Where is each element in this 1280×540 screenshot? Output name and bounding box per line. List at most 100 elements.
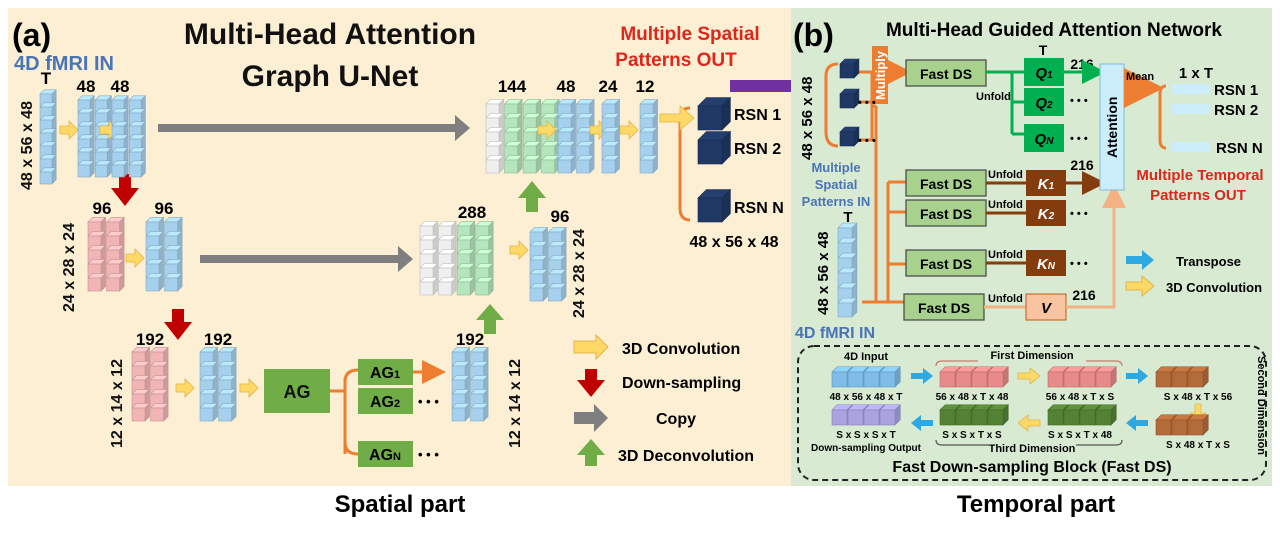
cube-stack-192a-cube <box>149 374 169 394</box>
spatial-patterns-in-2: Spatial <box>815 177 858 192</box>
cube-stack-48b-cube <box>111 160 129 178</box>
cube-stack-288-cube <box>474 276 494 296</box>
cube-stack-144-cube <box>485 140 505 160</box>
fastds-v-label: Fast DS <box>918 300 970 316</box>
cube-stack-192c-cube <box>469 388 489 408</box>
k-head-1: K1 <box>1038 176 1055 193</box>
rsn-2-cube <box>697 130 732 165</box>
channel-label-24: 24 <box>599 77 618 96</box>
cube-stack-288-cube <box>419 220 439 240</box>
cube-stack-96a-cube <box>87 272 107 292</box>
cube-stack-96c <box>529 226 567 302</box>
deconvolution-arrow-1 <box>518 181 546 212</box>
fastds-first-dimension: First Dimension <box>990 350 1073 362</box>
channel-label-48a: 48 <box>77 77 96 96</box>
conv-arrow-to-rsn <box>659 105 695 131</box>
q-head-2: Q2 <box>1035 95 1053 112</box>
k-head-n: KN <box>1037 256 1056 273</box>
cube-stack-24 <box>601 98 621 174</box>
third-dim-bracket <box>935 439 1123 446</box>
fastds-third-dimension: Third Dimension <box>989 443 1076 455</box>
cube-stack-input-cube <box>39 141 57 159</box>
dim-label-level1: 48 x 56 x 48 <box>19 101 36 190</box>
legend-copy-icon <box>574 404 608 432</box>
cube-stack-input-cube <box>39 115 57 133</box>
conv-arrow-l1-dec-a <box>537 120 557 140</box>
cube-stack-48a <box>77 95 113 178</box>
temporal-caption: Temporal part <box>957 491 1115 518</box>
fastds-block-border <box>797 345 1267 481</box>
conv-arrow-l3b <box>239 378 259 398</box>
temporal-rsn-1: RSN 1 <box>1214 82 1258 99</box>
cube-stack-288-cube <box>456 276 476 296</box>
legend-conv-icon <box>573 333 609 361</box>
channel-label-96b: 96 <box>155 199 174 218</box>
cube-stack-input <box>39 89 57 185</box>
spatial-output-label-line1: Multiple Spatial <box>620 24 759 45</box>
cube-stack-288-cube <box>474 234 494 254</box>
temporal-dim-left: 48 x 56 x 48 <box>799 77 816 160</box>
temporal-rsn-2-bar <box>1172 104 1210 114</box>
k-head-2-box <box>1026 200 1066 226</box>
cube-stack-192c <box>451 346 489 422</box>
cube-stack-192a-cube <box>149 360 169 380</box>
q-branch-line <box>986 70 1024 136</box>
fastds-d2a-tensor <box>1155 366 1209 388</box>
cube-stack-96b <box>145 216 183 292</box>
fastds-k2-label: Fast DS <box>920 206 972 222</box>
v-box <box>1025 293 1067 321</box>
fastds-input-tensor <box>831 366 901 388</box>
fastds-d1a-tensor-cube <box>987 366 1009 388</box>
k-216-label: 216 <box>1070 157 1094 173</box>
cube-stack-48b-cube <box>128 95 147 113</box>
temporal-t-label: T <box>843 209 852 226</box>
fastds-conv-arrow-3 <box>1017 414 1041 432</box>
unfold-kn: Unfold <box>988 249 1023 261</box>
cube-stack-192b-cube <box>199 402 219 422</box>
fastds-d1a: 56 x 48 x T x 48 <box>936 392 1009 403</box>
channel-label-288: 288 <box>458 203 486 222</box>
channel-label-12: 12 <box>636 77 655 96</box>
q-216-label: 216 <box>1070 56 1094 72</box>
spatial-panel-label: (a) <box>12 17 51 53</box>
cube-stack-192c-cube <box>451 360 471 380</box>
cube-stack-96c-cube <box>529 282 549 302</box>
spatial-input-label: 4D fMRI IN <box>14 53 114 75</box>
cube-stack-192a-cube <box>131 402 151 422</box>
cube-stack-96c-cube <box>547 282 567 302</box>
cube-stack-96a-cube <box>105 258 125 278</box>
rsn-bracket <box>678 106 691 222</box>
cube-stack-96c-cube <box>529 226 549 246</box>
fastds-d2a-tensor-cube <box>1187 366 1209 388</box>
q-head-1-box <box>1024 58 1064 86</box>
fastds-d2b-tensor-cube <box>1187 414 1209 436</box>
cube-stack-144-cube <box>522 154 542 174</box>
v-216-label: 216 <box>1072 287 1096 303</box>
fastds-out-dim: S x S x S x T <box>836 430 895 441</box>
rsn-1-cube <box>697 96 732 131</box>
temporal-rsn-2: RSN 2 <box>1214 102 1258 119</box>
cube-stack-96c-cube <box>529 240 549 260</box>
cube-stack-24-cube <box>601 154 621 174</box>
cube-stack-48a-cube <box>77 147 95 165</box>
fastds-d3b: S x S x T x 48 <box>1048 430 1112 441</box>
q-head-1: Q1 <box>1035 65 1053 82</box>
fastds-box-q <box>905 59 987 87</box>
patterns-in-cube-1 <box>839 58 860 79</box>
ag-ellipsis-2: • • • <box>418 447 439 462</box>
v-to-attention-line <box>1066 184 1126 309</box>
spatial-to-temporal-arrow <box>730 71 810 101</box>
legend-down-sampling: Down-sampling <box>622 375 741 392</box>
cube-stack-144-cube <box>485 154 505 174</box>
cube-stack-192c-cube <box>469 402 489 422</box>
cube-stack-192c-cube <box>451 388 471 408</box>
fastds-transpose-arrow-4 <box>911 415 933 431</box>
cube-stack-192b-cube <box>199 346 219 366</box>
temporal-rsn-bracket <box>1158 84 1167 150</box>
spatial-caption: Spatial part <box>335 491 466 518</box>
fastds-d1b: 56 x 48 x T x S <box>1046 392 1115 403</box>
fastds-d3b-tensor <box>939 404 1009 426</box>
cube-stack-144-cube <box>522 140 542 160</box>
patterns-in-bracket <box>824 62 839 148</box>
channel-label-192c: 192 <box>456 330 484 349</box>
